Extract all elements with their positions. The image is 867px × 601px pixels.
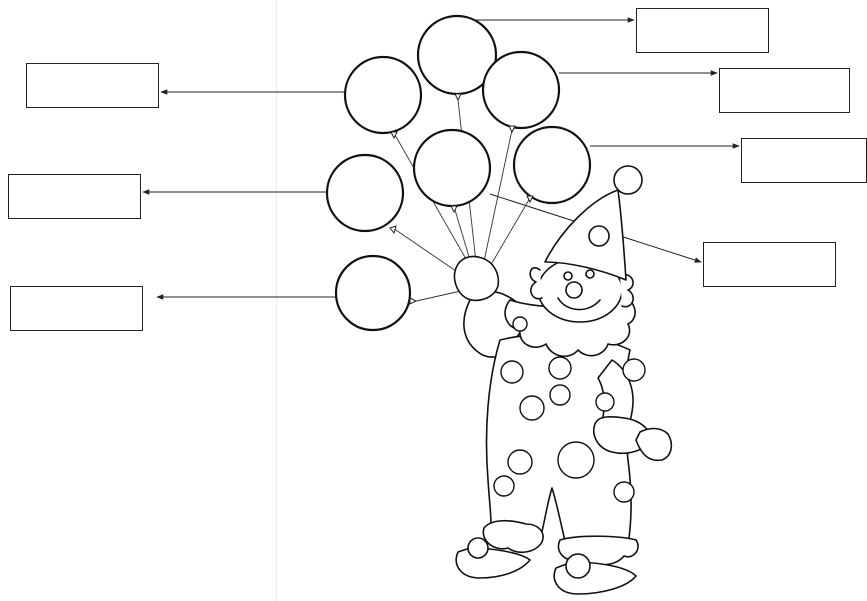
clown-eye-right <box>586 270 594 278</box>
balloon-upper-left <box>345 57 421 133</box>
label-box-5-text <box>9 175 140 218</box>
balloon-right <box>514 127 590 203</box>
shoe-pompom-right <box>566 554 590 578</box>
label-box-7[interactable] <box>10 286 143 331</box>
hat-pompom <box>614 166 642 194</box>
label-box-2[interactable] <box>26 63 159 108</box>
clown-hand <box>454 256 498 300</box>
clown-nose <box>566 282 582 298</box>
label-box-1-text <box>637 9 768 52</box>
balloon-upper-right <box>483 52 559 128</box>
balloon-bottom <box>336 256 410 330</box>
balloon-left <box>327 155 403 231</box>
label-box-6[interactable] <box>703 242 836 287</box>
label-box-3-text <box>720 69 849 112</box>
hat-dot <box>589 226 609 246</box>
label-box-2-text <box>27 64 158 107</box>
shoe-pompom-left <box>468 538 488 558</box>
label-box-4-text <box>742 139 866 182</box>
label-box-7-text <box>11 287 142 330</box>
label-box-5[interactable] <box>8 174 141 219</box>
label-box-1[interactable] <box>636 8 769 53</box>
label-box-6-text <box>704 243 835 286</box>
label-box-3[interactable] <box>719 68 850 113</box>
clown-eye-left <box>564 272 572 280</box>
label-box-4[interactable] <box>741 138 867 183</box>
balloon-middle <box>414 130 490 206</box>
clown-lower-hand <box>636 429 671 461</box>
clown-leg-ruffle-left <box>483 521 543 553</box>
